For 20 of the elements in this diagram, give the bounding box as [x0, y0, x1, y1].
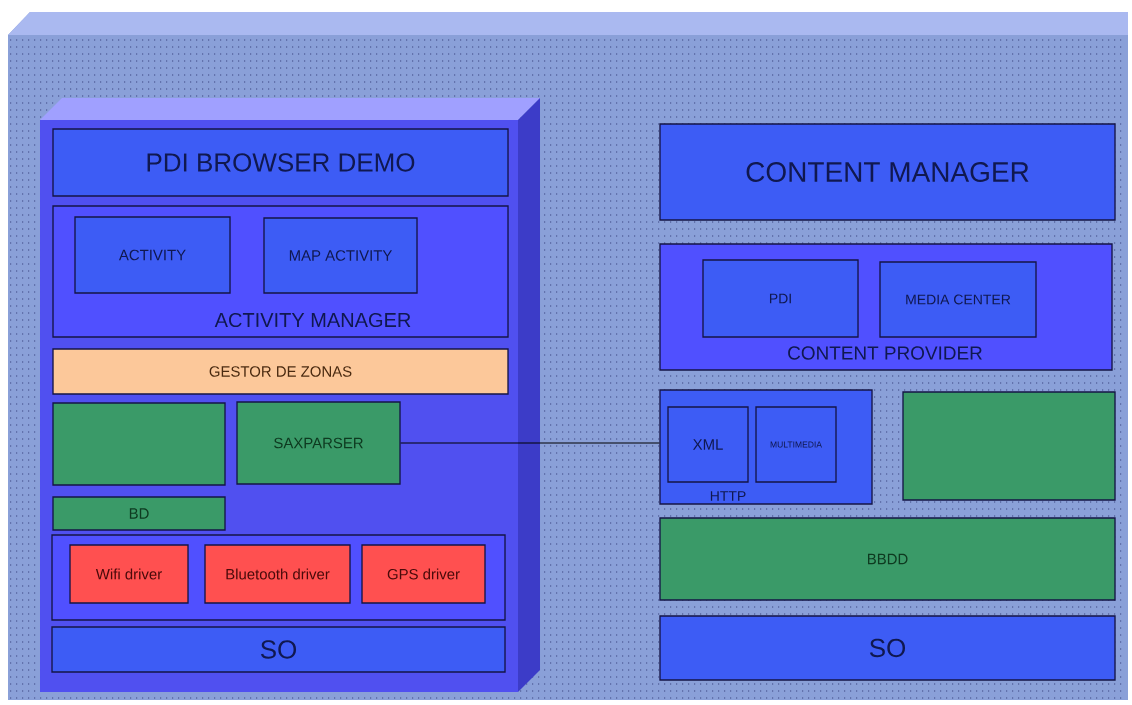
- component-box: MAP ACTIVITY: [263, 217, 418, 294]
- database-box: [52, 402, 226, 486]
- database-box: BD: [52, 496, 226, 531]
- component-box: XML: [667, 406, 749, 483]
- driver-box: Wifi driver: [69, 544, 189, 604]
- layer-box: GESTOR DE ZONAS: [52, 348, 509, 395]
- layer-box: PDI BROWSER DEMO: [52, 128, 509, 197]
- layer-box: SO: [659, 615, 1116, 681]
- database-box: BBDD: [659, 517, 1116, 601]
- component-box: SAXPARSER: [236, 401, 401, 485]
- component-box: ACTIVITY: [74, 216, 231, 294]
- driver-box: Bluetooth driver: [204, 544, 351, 604]
- component-box: PDI: [702, 259, 859, 338]
- layer-box: SO: [51, 626, 506, 673]
- driver-box: GPS driver: [361, 544, 486, 604]
- layer-box: CONTENT MANAGER: [659, 123, 1116, 221]
- connector-line: [400, 442, 660, 444]
- component-box: MULTIMEDIA: [755, 406, 837, 483]
- component-box: MEDIA CENTER: [879, 261, 1037, 338]
- database-box: [902, 391, 1116, 501]
